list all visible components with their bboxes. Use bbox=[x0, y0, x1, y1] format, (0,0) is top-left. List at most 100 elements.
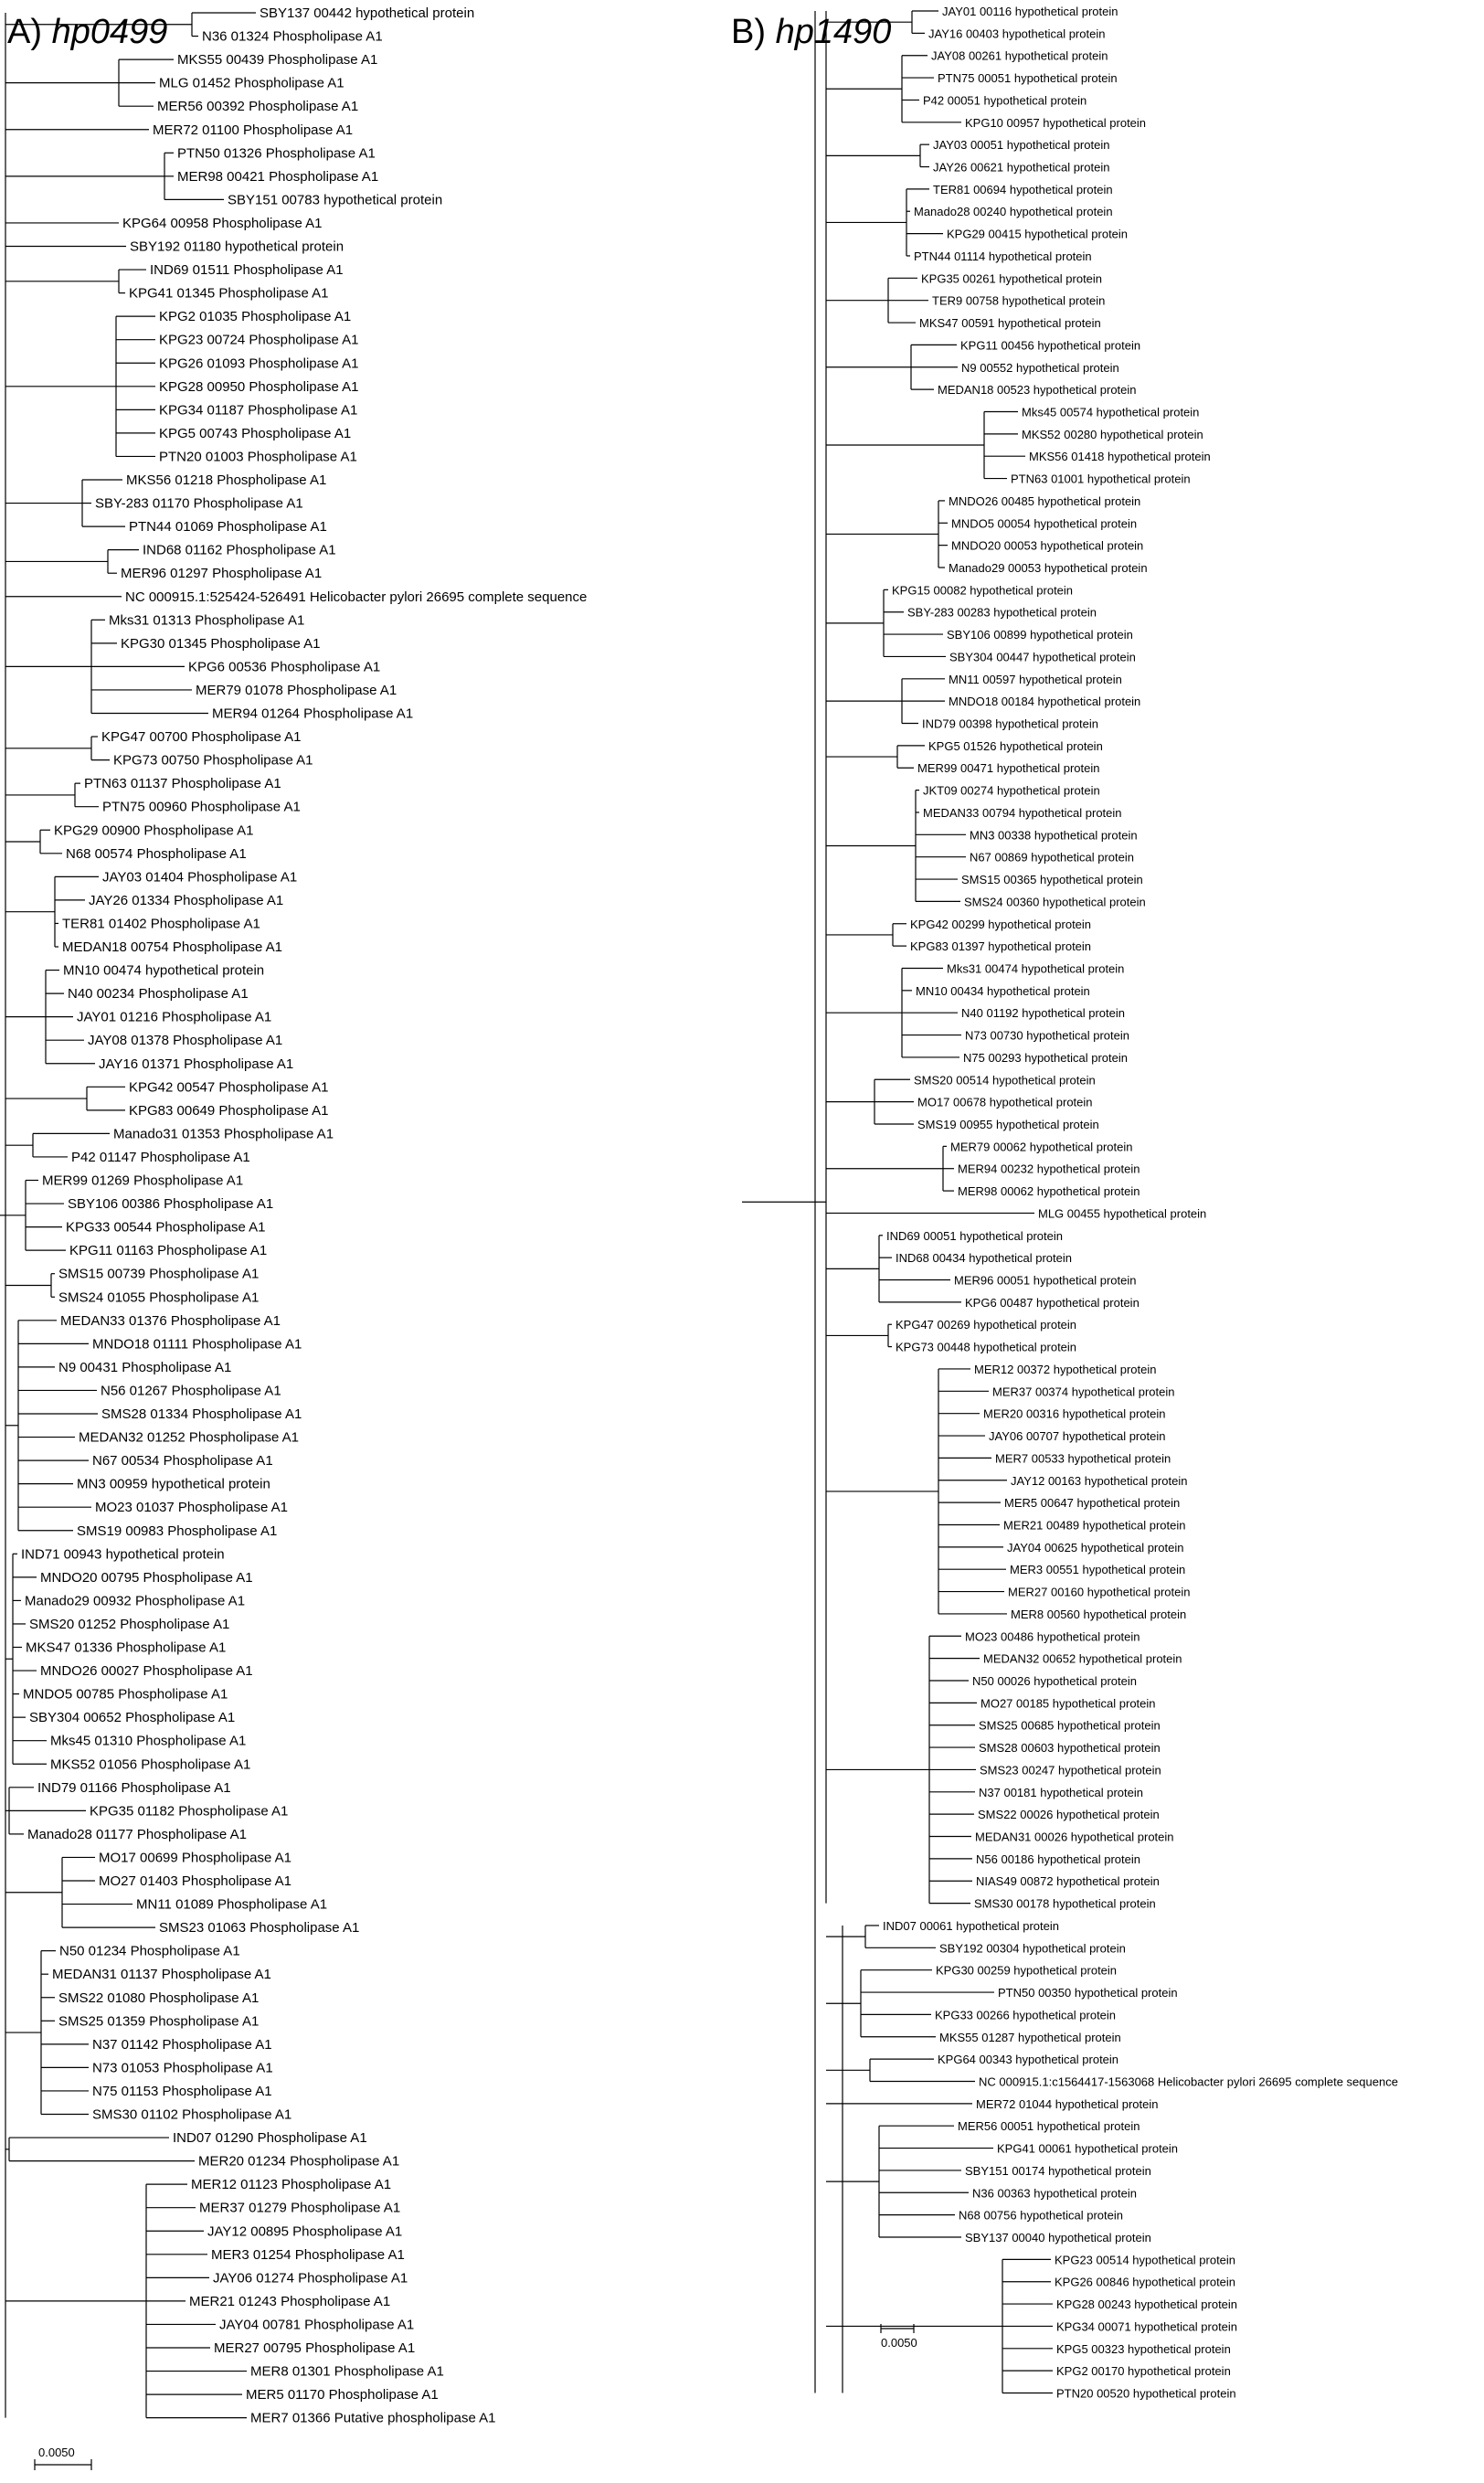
tree-a-leaf-label: KPG2 01035 Phospholipase A1 bbox=[159, 309, 351, 324]
tree-b-leaf-label: JAY08 00261 hypothetical protein bbox=[931, 49, 1108, 63]
tree-a-leaf-label: SBY151 00783 hypothetical protein bbox=[228, 192, 442, 207]
tree-b-leaf-label: MER5 00647 hypothetical protein bbox=[1004, 1496, 1180, 1510]
tree-b-leaf-label: JKT09 00274 hypothetical protein bbox=[923, 784, 1100, 798]
tree-b-branches bbox=[742, 10, 1053, 2394]
tree-b-leaf-label: Manado29 00053 hypothetical protein bbox=[949, 561, 1148, 575]
tree-a-leaf-label: MER37 01279 Phospholipase A1 bbox=[199, 2201, 400, 2216]
tree-a-leaf-label: KPG73 00750 Phospholipase A1 bbox=[113, 753, 313, 769]
tree-a-leaf-label: N37 01142 Phospholipase A1 bbox=[92, 2037, 272, 2053]
tree-b-leaf-label: JAY01 00116 hypothetical protein bbox=[942, 5, 1118, 18]
tree-b-leaf-label: N9 00552 hypothetical protein bbox=[961, 361, 1119, 375]
tree-a-branches bbox=[0, 12, 256, 2419]
tree-a-leaf-label: JAY03 01404 Phospholipase A1 bbox=[102, 869, 297, 885]
tree-b-leaf-label: N75 00293 hypothetical protein bbox=[963, 1051, 1128, 1065]
tree-a-leaf-label: PTN50 01326 Phospholipase A1 bbox=[177, 145, 376, 161]
tree-a-leaf-label: SBY304 00652 Phospholipase A1 bbox=[29, 1710, 235, 1725]
tree-b-leaf-label: MNDO20 00053 hypothetical protein bbox=[951, 539, 1143, 553]
tree-a-leaf-label: N40 00234 Phospholipase A1 bbox=[68, 986, 249, 1002]
tree-a-leaf-label: MN3 00959 hypothetical protein bbox=[77, 1477, 270, 1492]
tree-a-leaf-label: KPG30 01345 Phospholipase A1 bbox=[121, 636, 321, 652]
tree-b-leaf-label: NIAS49 00872 hypothetical protein bbox=[976, 1874, 1160, 1888]
tree-b-leaf-label: N73 00730 hypothetical protein bbox=[965, 1029, 1129, 1043]
tree-b-leaf-label: IND79 00398 hypothetical protein bbox=[922, 717, 1098, 731]
tree-a-leaf-label: SMS28 01334 Phospholipase A1 bbox=[101, 1406, 302, 1422]
tree-b-leaf-label: KPG83 01397 hypothetical protein bbox=[910, 939, 1091, 953]
tree-b-leaf-label: PTN20 00520 hypothetical protein bbox=[1056, 2387, 1236, 2401]
tree-b-leaf-label: MKS47 00591 hypothetical protein bbox=[919, 316, 1101, 330]
tree-b-leaf-label: TER9 00758 hypothetical protein bbox=[932, 294, 1105, 308]
tree-a-leaf-label: TER81 01402 Phospholipase A1 bbox=[62, 916, 260, 931]
tree-b-leaf-label: MER79 00062 hypothetical protein bbox=[950, 1140, 1132, 1153]
tree-b-leaf-label: SBY192 00304 hypothetical protein bbox=[939, 1941, 1126, 1955]
tree-b-leaf-label: JAY16 00403 hypothetical protein bbox=[928, 27, 1105, 40]
tree-a-leaf-label: MER7 01366 Putative phospholipase A1 bbox=[250, 2411, 496, 2426]
tree-a-leaf-label: MER79 01078 Phospholipase A1 bbox=[196, 683, 397, 698]
tree-b-leaf-label: N68 00756 hypothetical protein bbox=[959, 2209, 1123, 2223]
tree-b-leaf-label: JAY03 00051 hypothetical protein bbox=[933, 138, 1109, 152]
tree-a-leaf-label: MER12 01123 Phospholipase A1 bbox=[191, 2177, 391, 2192]
tree-b-leaf-label: KPG33 00266 hypothetical protein bbox=[935, 2008, 1116, 2021]
tree-b-leaf-label: MER20 00316 hypothetical protein bbox=[983, 1407, 1165, 1421]
tree-a-leaf-label: MER99 01269 Phospholipase A1 bbox=[42, 1173, 243, 1189]
tree-b-leaf-label: MER94 00232 hypothetical protein bbox=[958, 1162, 1140, 1176]
tree-a-leaf-label: MNDO5 00785 Phospholipase A1 bbox=[23, 1687, 228, 1703]
tree-a-leaf-label: N68 00574 Phospholipase A1 bbox=[66, 846, 247, 862]
panel-b-gene-name: hp1490 bbox=[775, 13, 892, 51]
tree-a-leaf-label: JAY01 01216 Phospholipase A1 bbox=[77, 1010, 271, 1025]
tree-a-leaf-label: SBY192 01180 hypothetical protein bbox=[130, 239, 344, 255]
tree-a-leaf-label: KPG29 00900 Phospholipase A1 bbox=[54, 822, 254, 838]
panel-a-title: A) hp0499 bbox=[7, 13, 167, 52]
tree-b-leaf-label: JAY06 00707 hypothetical protein bbox=[989, 1429, 1165, 1443]
tree-b-leaf-label: NC 000915.1:c1564417-1563068 Helicobacte… bbox=[979, 2074, 1398, 2088]
tree-a-leaf-label: MKS47 01336 Phospholipase A1 bbox=[26, 1640, 226, 1656]
tree-a-leaf-label: KPG26 01093 Phospholipase A1 bbox=[159, 355, 359, 371]
tree-b-leaf-label: MEDAN18 00523 hypothetical protein bbox=[938, 383, 1137, 397]
tree-b-leaf-label: SBY151 00174 hypothetical protein bbox=[965, 2164, 1151, 2178]
tree-a-leaf-label: SBY-283 01170 Phospholipase A1 bbox=[95, 496, 303, 512]
tree-a-scale-bar: 0.0050 bbox=[34, 2446, 92, 2470]
tree-a-leaf-label: KPG35 01182 Phospholipase A1 bbox=[90, 1803, 288, 1819]
tree-b-leaf-label: KPG47 00269 hypothetical protein bbox=[896, 1318, 1076, 1332]
tree-a-leaf-label: KPG11 01163 Phospholipase A1 bbox=[69, 1243, 267, 1258]
tree-b-leaf-label: KPG11 00456 hypothetical protein bbox=[960, 338, 1140, 352]
tree-b-leaf-label: MEDAN31 00026 hypothetical protein bbox=[975, 1830, 1174, 1844]
tree-a-leaf-label: PTN20 01003 Phospholipase A1 bbox=[159, 449, 357, 464]
tree-b-leaf-label: TER81 00694 hypothetical protein bbox=[933, 183, 1113, 196]
tree-b-leaf-label: KPG73 00448 hypothetical protein bbox=[896, 1341, 1076, 1354]
tree-a-leaf-label: MN10 00474 hypothetical protein bbox=[63, 963, 264, 979]
tree-b-leaf-label: KPG34 00071 hypothetical protein bbox=[1056, 2319, 1237, 2333]
tree-a-leaf-label: JAY26 01334 Phospholipase A1 bbox=[89, 893, 283, 908]
tree-b-leaf-label: MER12 00372 hypothetical protein bbox=[974, 1363, 1156, 1376]
tree-a-scale-label: 0.0050 bbox=[38, 2446, 75, 2459]
tree-b-leaf-label: PTN75 00051 hypothetical protein bbox=[938, 71, 1118, 85]
tree-a-leaf-label: MKS56 01218 Phospholipase A1 bbox=[126, 472, 326, 488]
tree-b-leaf-label: MER98 00062 hypothetical protein bbox=[958, 1184, 1140, 1198]
tree-a-leaf-label: MEDAN33 01376 Phospholipase A1 bbox=[60, 1313, 281, 1329]
tree-b-leaf-label: MNDO5 00054 hypothetical protein bbox=[951, 516, 1137, 530]
tree-b-leaf-label: MN10 00434 hypothetical protein bbox=[916, 984, 1090, 998]
tree-a-leaf-label: JAY04 00781 Phospholipase A1 bbox=[219, 2317, 414, 2332]
tree-a-leaf-label: SBY137 00442 hypothetical protein bbox=[260, 5, 474, 21]
tree-a-leaf-label: KPG41 01345 Phospholipase A1 bbox=[129, 286, 329, 302]
tree-b-leaf-label: SMS15 00365 hypothetical protein bbox=[961, 873, 1143, 886]
tree-b-leaf-label: N36 00363 hypothetical protein bbox=[972, 2186, 1137, 2200]
tree-b-leaf-label: SMS25 00685 hypothetical protein bbox=[979, 1719, 1161, 1733]
tree-a-leaf-label: P42 01147 Phospholipase A1 bbox=[71, 1150, 250, 1165]
tree-a-leaf-label: N36 01324 Phospholipase A1 bbox=[202, 29, 383, 45]
tree-a-leaf-label: IND79 01166 Phospholipase A1 bbox=[37, 1780, 231, 1796]
tree-b-leaf-label: IND07 00061 hypothetical protein bbox=[883, 1919, 1059, 1933]
tree-a-leaf-label: KPG6 00536 Phospholipase A1 bbox=[188, 659, 380, 674]
tree-b-leaf-label: MN11 00597 hypothetical protein bbox=[949, 673, 1122, 686]
tree-b-leaf-label: MNDO26 00485 hypothetical protein bbox=[949, 494, 1140, 508]
tree-b-leaf-label: KPG2 00170 hypothetical protein bbox=[1056, 2364, 1231, 2378]
tree-a-leaf-label: MER5 01170 Phospholipase A1 bbox=[246, 2387, 439, 2403]
tree-a-leaf-label: NC 000915.1:525424-526491 Helicobacter p… bbox=[125, 589, 587, 605]
tree-a-leaf-label: PTN44 01069 Phospholipase A1 bbox=[129, 519, 327, 535]
tree-a-leaf-label: SMS22 01080 Phospholipase A1 bbox=[58, 1990, 259, 2006]
tree-a-leaf-label: MER56 00392 Phospholipase A1 bbox=[157, 99, 358, 114]
tree-b-leaf-label: Mks31 00474 hypothetical protein bbox=[947, 961, 1124, 975]
tree-b-leaf-label: N56 00186 hypothetical protein bbox=[976, 1852, 1140, 1866]
tree-a-leaf-label: SBY106 00386 Phospholipase A1 bbox=[68, 1196, 273, 1212]
